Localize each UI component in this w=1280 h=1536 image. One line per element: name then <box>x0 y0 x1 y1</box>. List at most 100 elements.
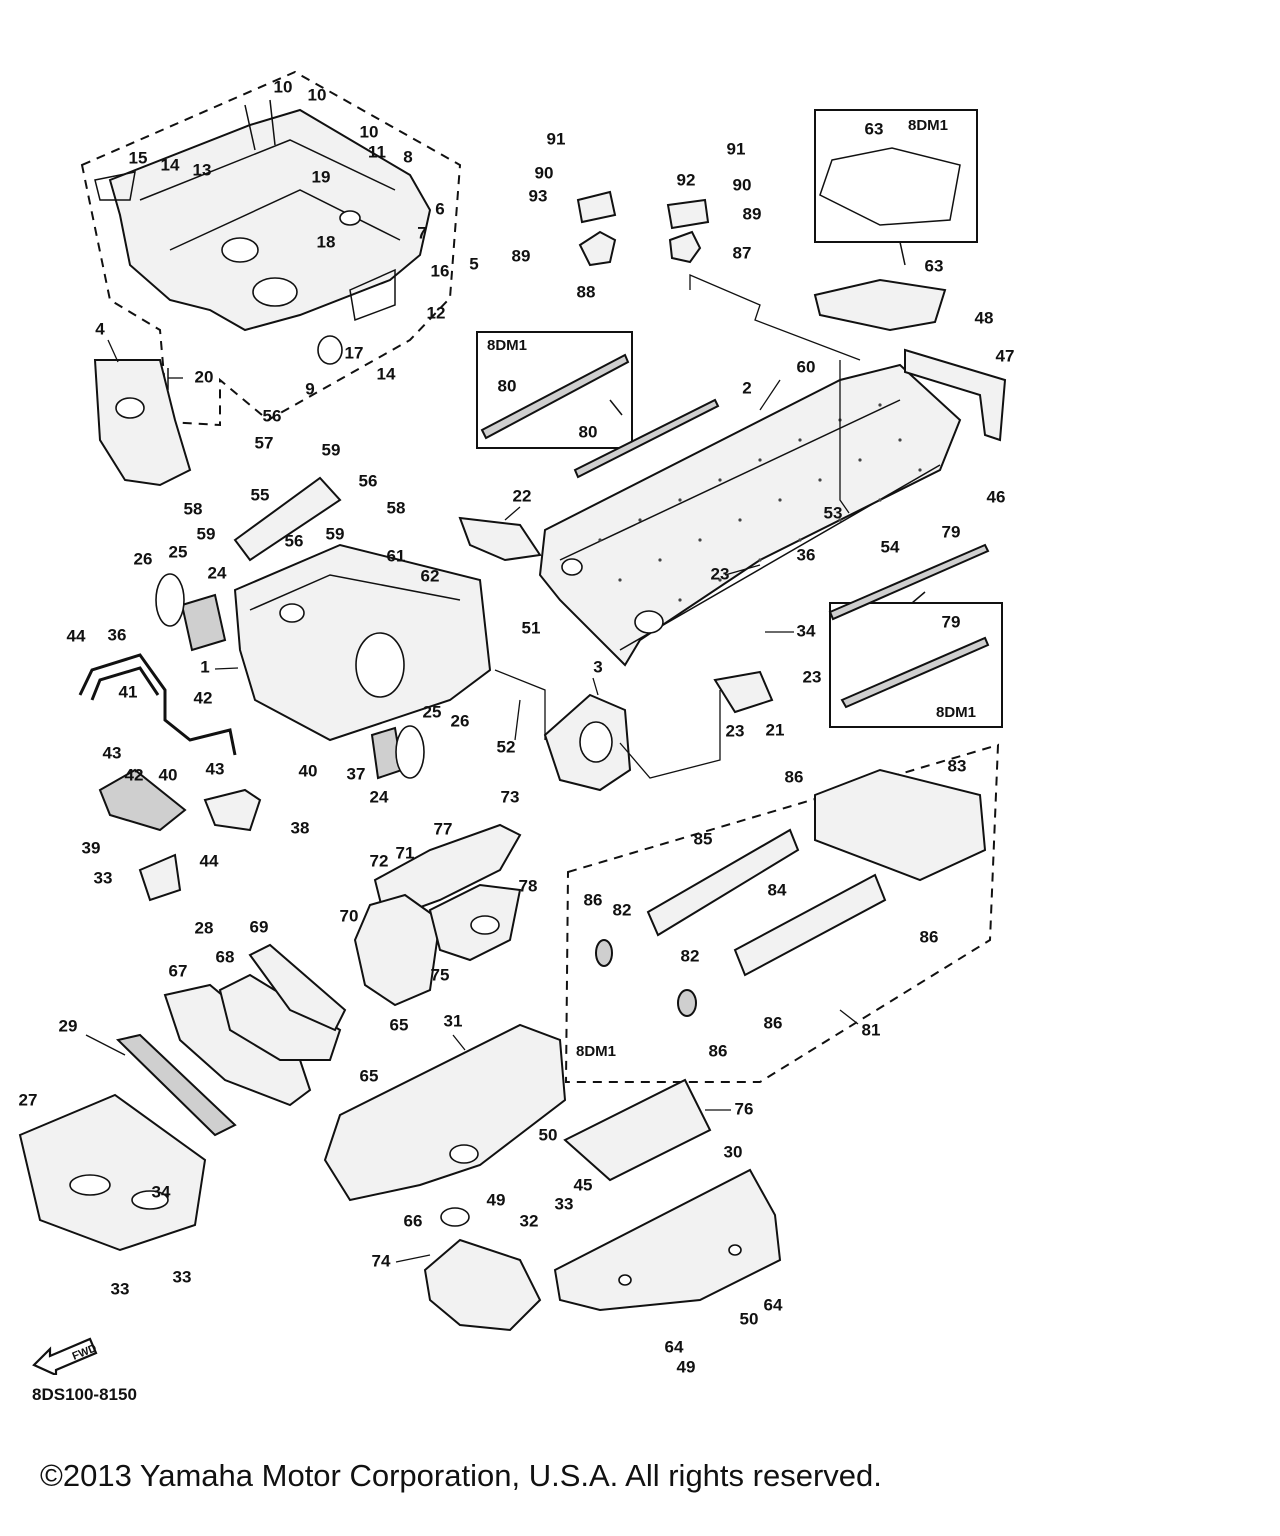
callout-33: 33 <box>173 1267 192 1286</box>
callout-12: 12 <box>427 303 446 322</box>
callout-51: 51 <box>522 618 541 637</box>
callout-7: 7 <box>417 223 426 242</box>
callout-79: 79 <box>942 612 961 631</box>
callout-18: 18 <box>317 232 336 251</box>
callout-25: 25 <box>169 542 188 561</box>
callout-16: 16 <box>431 261 450 280</box>
callout-86: 86 <box>584 890 603 909</box>
mount-87 <box>666 198 710 264</box>
callout-74: 74 <box>372 1251 391 1270</box>
callout-80: 80 <box>579 422 598 441</box>
bracket-38 <box>203 788 262 832</box>
callout-20: 20 <box>195 367 214 386</box>
callout-50: 50 <box>740 1309 759 1328</box>
belly-pan-30 <box>553 1168 782 1312</box>
callout-82: 82 <box>681 946 700 965</box>
mount-88 <box>576 190 617 267</box>
reinforcement-kit-outline <box>564 743 1000 1083</box>
callout-90: 90 <box>535 163 554 182</box>
gasket-25-lower <box>395 725 425 779</box>
cover-70 <box>353 893 442 1007</box>
callout-70: 70 <box>340 906 359 925</box>
exploded-parts-diagram: 1010101181915141365716181217149420919093… <box>18 70 1015 1376</box>
callout-86: 86 <box>764 1013 783 1032</box>
callout-64: 64 <box>764 1295 783 1314</box>
callout-26: 26 <box>451 711 470 730</box>
callout-62: 62 <box>421 566 440 585</box>
callout-4: 4 <box>95 319 105 338</box>
bracket-39 <box>98 768 187 832</box>
callout-92: 92 <box>677 170 696 189</box>
callout-57: 57 <box>255 433 274 452</box>
cover-68 <box>218 973 342 1061</box>
callout-71: 71 <box>396 843 415 862</box>
callout-33: 33 <box>555 1194 574 1213</box>
callout-86: 86 <box>785 767 804 786</box>
callout-44: 44 <box>67 626 86 645</box>
callout-31: 31 <box>444 1011 463 1030</box>
callout-68: 68 <box>216 947 235 966</box>
callout-49: 49 <box>677 1357 696 1376</box>
callout-48: 48 <box>975 308 994 327</box>
callout-43: 43 <box>103 743 122 762</box>
callout-73: 73 <box>501 787 520 806</box>
leader-lines <box>85 274 861 1263</box>
callout-87: 87 <box>733 243 752 262</box>
callout-49: 49 <box>487 1190 506 1209</box>
plate-76 <box>563 1078 712 1182</box>
callout-67: 67 <box>169 961 188 980</box>
callout-8: 8 <box>403 147 412 166</box>
front-frame-5 <box>94 99 432 365</box>
callout-23: 23 <box>711 564 730 583</box>
belly-pan-31 <box>323 1023 567 1202</box>
callout-54: 54 <box>881 537 900 556</box>
grille-29 <box>115 1033 237 1137</box>
callout-85: 85 <box>694 829 713 848</box>
callout-5: 5 <box>469 254 478 273</box>
fwd-arrow-icon: FWD <box>32 1337 98 1375</box>
gasket-25-upper <box>155 573 185 627</box>
front-frame-group-outline <box>80 70 462 427</box>
callout-11: 11 <box>368 142 386 161</box>
callout-66: 66 <box>404 1211 423 1230</box>
callout-61: 61 <box>387 546 406 565</box>
callout-64: 64 <box>665 1337 684 1356</box>
steering-column-55 <box>233 476 342 562</box>
callout-86: 86 <box>709 1041 728 1060</box>
callout-42: 42 <box>125 765 144 784</box>
callout-23: 23 <box>726 721 745 740</box>
variant-label: 8DM1 <box>908 117 948 134</box>
callout-44: 44 <box>200 851 219 870</box>
callout-78: 78 <box>519 876 538 895</box>
variant-box-rail-79 <box>829 591 1003 728</box>
callout-63: 63 <box>925 256 944 275</box>
callout-38: 38 <box>291 818 310 837</box>
variant-label: 8DM1 <box>936 704 976 721</box>
callout-37: 37 <box>347 764 366 783</box>
callout-39: 39 <box>82 838 101 857</box>
diagram-code: 8DS100-8150 <box>32 1385 137 1404</box>
callout-63: 63 <box>865 119 884 138</box>
cover-75 <box>428 883 522 962</box>
chaincase-3 <box>543 693 632 792</box>
callout-41: 41 <box>119 682 138 701</box>
damper-82-upper <box>595 939 613 967</box>
callout-42: 42 <box>194 688 213 707</box>
plate-83 <box>814 768 987 882</box>
callout-33: 33 <box>94 868 113 887</box>
callout-13: 13 <box>193 160 212 179</box>
callout-59: 59 <box>197 524 216 543</box>
bottom-cover-27 <box>18 1093 207 1252</box>
cover-69 <box>248 943 347 1032</box>
grommet-66 <box>440 1207 470 1227</box>
callout-32: 32 <box>520 1211 539 1230</box>
callout-17: 17 <box>345 343 364 362</box>
callout-14: 14 <box>377 364 396 383</box>
callout-50: 50 <box>539 1125 558 1144</box>
callout-83: 83 <box>948 756 967 775</box>
callout-88: 88 <box>577 282 596 301</box>
callout-89: 89 <box>512 246 531 265</box>
callout-60: 60 <box>797 357 816 376</box>
callout-40: 40 <box>299 761 318 780</box>
